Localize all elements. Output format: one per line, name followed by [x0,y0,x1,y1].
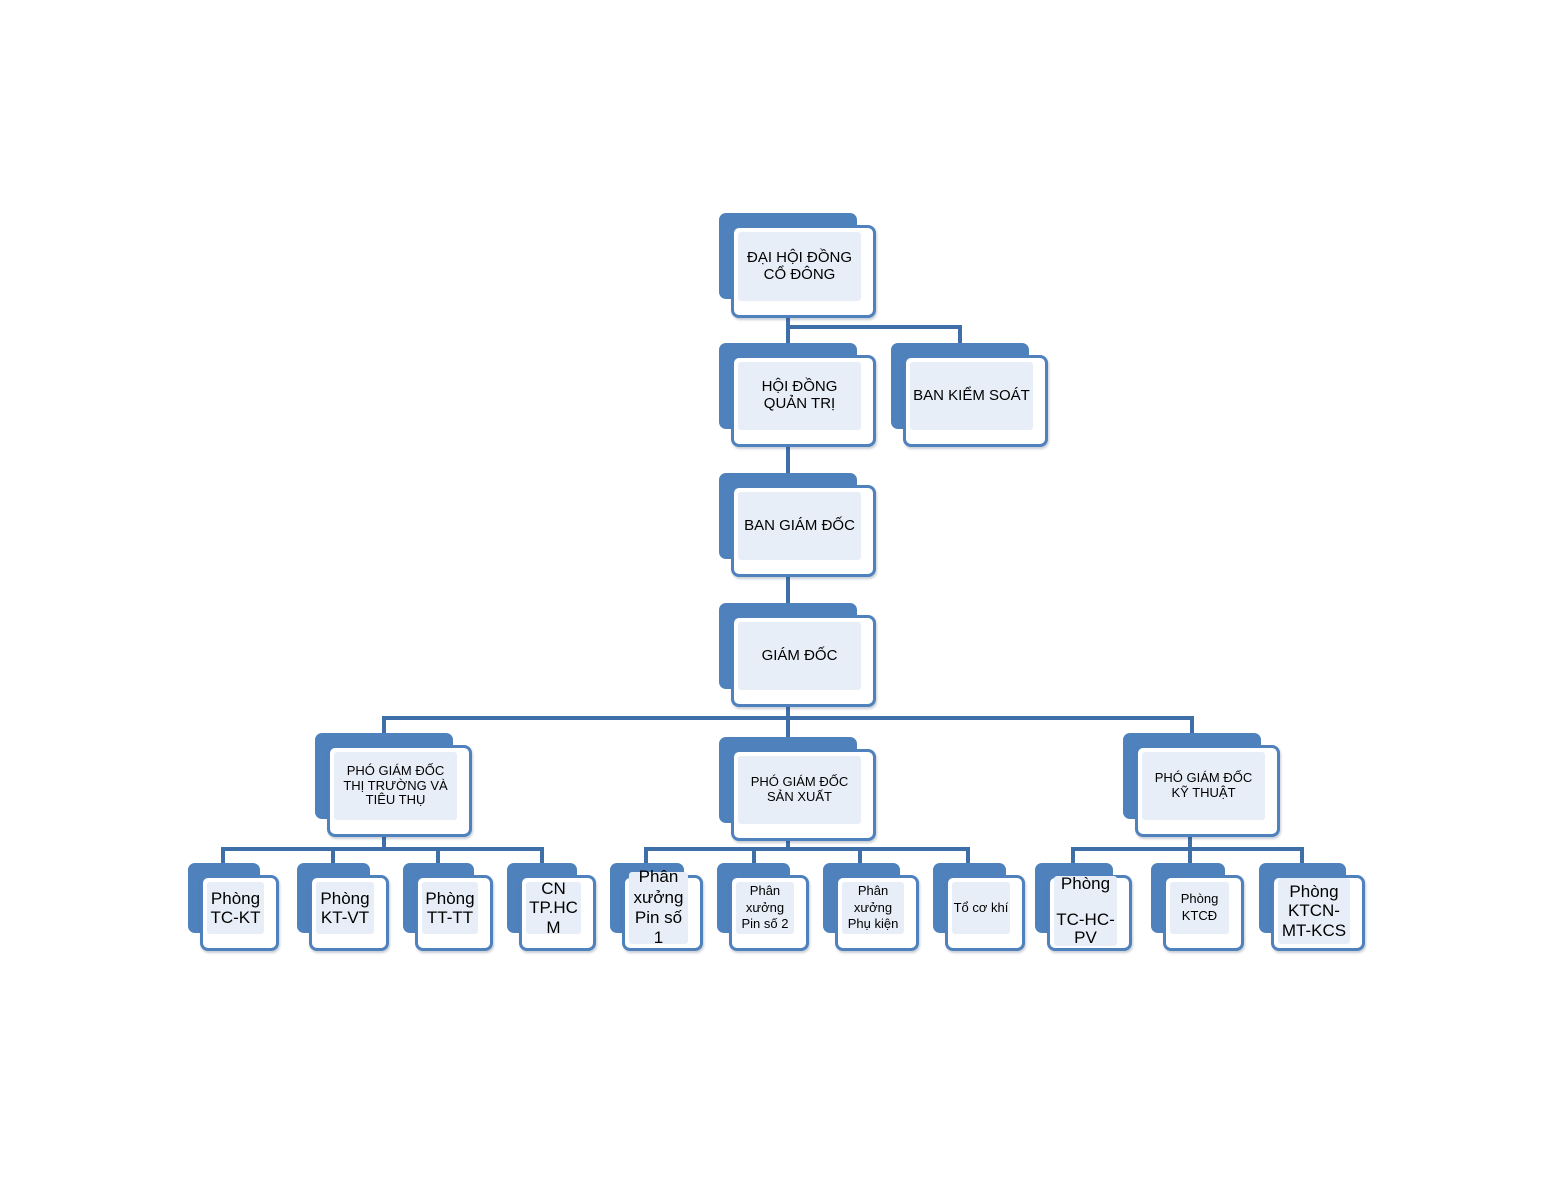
node-phong-ktcd: Phòng KTCĐ [1151,863,1244,951]
node-label: Phân xưởng Pin số 1 [629,867,688,947]
node-hoi-dong-quan-tri: HỘI ĐỒNG QUẢN TRỊ [719,343,876,447]
node-phong-tc-kt: Phòng TC-KT [188,863,279,951]
node-phan-xuong-pin-so-2: Phân xưởng Pin số 2 [717,863,809,951]
node-label: Phòng KT-VT [316,882,374,934]
node-label: GIÁM ĐỐC [738,622,861,690]
node-label: BAN GIÁM ĐỐC [738,492,861,560]
node-phong-ktcn-mt-kcs: Phòng KTCN- MT-KCS [1259,863,1365,951]
node-dai-hoi-dong-co-dong: ĐẠI HỘI ĐỒNG CỔ ĐÔNG [719,213,876,318]
node-ban-giam-doc: BAN GIÁM ĐỐC [719,473,876,577]
node-label: Tổ cơ khí [952,882,1010,934]
node-phong-kt-vt: Phòng KT-VT [297,863,389,951]
node-label: Phòng KTCĐ [1170,882,1229,934]
node-pho-giam-doc-san-xuat: PHÓ GIÁM ĐỐC SẢN XUẤT [719,737,876,841]
node-label: Phân xưởng Phụ kiện [842,882,904,934]
node-label: BAN KIỂM SOÁT [910,362,1033,430]
node-label: Phòng TT-TT [422,882,478,934]
node-pho-giam-doc-thi-truong: PHÓ GIÁM ĐỐC THỊ TRƯỜNG VÀ TIÊU THỤ [315,733,472,837]
node-phong-tc-hc-pv: Phòng TC-HC- PV [1035,863,1132,951]
node-label: PHÓ GIÁM ĐỐC THỊ TRƯỜNG VÀ TIÊU THỤ [334,752,457,820]
node-label: Phòng KTCN- MT-KCS [1278,878,1350,944]
node-phan-xuong-phu-kien: Phân xưởng Phụ kiện [823,863,919,951]
node-label: PHÓ GIÁM ĐỐC SẢN XUẤT [738,756,861,824]
node-ban-kiem-soat: BAN KIỂM SOÁT [891,343,1048,447]
node-phong-tt-tt: Phòng TT-TT [403,863,493,951]
node-label: HỘI ĐỒNG QUẢN TRỊ [738,362,861,430]
node-label: CN TP.HC M [526,879,581,937]
node-to-co-khi: Tổ cơ khí [933,863,1025,951]
node-cn-tp-hcm: CN TP.HC M [507,863,596,951]
node-phan-xuong-pin-so-1: Phân xưởng Pin số 1 [610,863,703,951]
node-label: Phòng TC-KT [207,882,264,934]
node-pho-giam-doc-ky-thuat: PHÓ GIÁM ĐỐC KỸ THUẬT [1123,733,1280,837]
node-giam-doc: GIÁM ĐỐC [719,603,876,707]
node-label: PHÓ GIÁM ĐỐC KỸ THUẬT [1142,752,1265,820]
node-label: Phân xưởng Pin số 2 [736,882,794,934]
node-label: Phòng TC-HC- PV [1054,875,1117,946]
node-label: ĐẠI HỘI ĐỒNG CỔ ĐÔNG [738,232,861,301]
